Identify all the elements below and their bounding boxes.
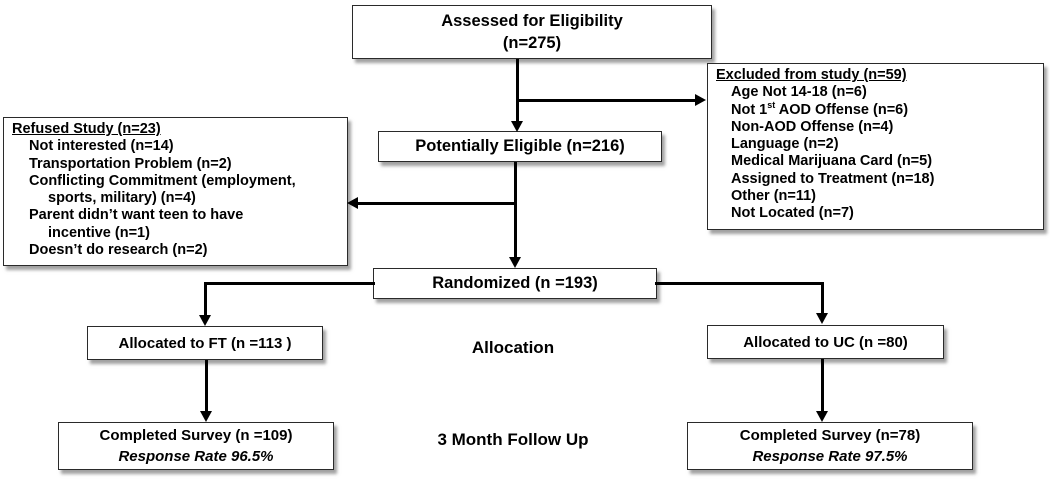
excluded-item: Assigned to Treatment (n=18) <box>731 170 935 187</box>
refused-item-continuation: sports, military) (n=4) <box>48 190 196 207</box>
assessed-line1: Assessed for Eligibility <box>441 12 623 30</box>
connector-randomized-to-uc-horizontal <box>655 282 823 285</box>
allocation-stage-label: Allocation <box>471 338 555 357</box>
arrowhead-down-icon <box>816 411 828 422</box>
refused-item: Parent didn’t want teen to have <box>29 207 244 224</box>
connector-ft-to-completed <box>205 360 208 412</box>
arrowhead-down-icon <box>200 411 212 422</box>
connector-randomized-to-ft-vertical <box>204 282 207 316</box>
excluded-item: Medical Marijuana Card (n=5) <box>731 153 933 170</box>
superscript-st: st <box>767 99 776 110</box>
allocated-uc-label: Allocated to UC (n =80) <box>743 333 908 351</box>
refused-title: Refused Study (n=23) <box>12 121 161 137</box>
potentially-eligible-label: Potentially Eligible (n=216) <box>415 137 625 155</box>
randomized-label: Randomized (n =193) <box>432 274 598 292</box>
completed-uc-response-rate: Response Rate 97.5% <box>752 448 908 465</box>
arrowhead-down-icon <box>511 121 523 132</box>
arrowhead-down-icon <box>199 315 211 326</box>
excluded-box: Excluded from study (n=59) Age Not 14-18… <box>707 63 1044 230</box>
excluded-item: Not 1st AOD Offense (n=6) <box>731 99 909 118</box>
potentially-eligible-box: Potentially Eligible (n=216) <box>378 131 662 162</box>
arrowhead-left-icon <box>347 197 358 209</box>
connector-randomized-to-uc-vertical <box>821 282 824 314</box>
connector-eligible-to-randomized <box>514 162 517 258</box>
allocated-uc-box: Allocated to UC (n =80) <box>707 325 944 359</box>
refused-item-continuation: incentive (n=1) <box>48 224 150 241</box>
connector-randomized-to-ft-horizontal <box>204 282 375 285</box>
allocated-ft-box: Allocated to FT (n =113 ) <box>87 326 323 360</box>
excluded-item: Not Located (n=7) <box>731 205 854 222</box>
randomized-box: Randomized (n =193) <box>373 268 657 299</box>
assessed-box: Assessed for Eligibility (n=275) <box>352 5 712 59</box>
connector-assessed-to-eligible <box>516 59 519 123</box>
refused-item: Not interested (n=14) <box>29 138 174 155</box>
arrowhead-down-icon <box>509 257 521 268</box>
arrowhead-down-icon <box>816 313 828 324</box>
arrowhead-right-icon <box>695 94 706 106</box>
excluded-item: Other (n=11) <box>731 188 817 205</box>
completed-uc-box: Completed Survey (n=78) Response Rate 97… <box>687 422 973 470</box>
refused-box: Refused Study (n=23) Not interested (n=1… <box>3 117 348 267</box>
connector-uc-to-completed <box>821 359 824 412</box>
completed-ft-line1: Completed Survey (n =109) <box>99 427 293 444</box>
excluded-item: Age Not 14-18 (n=6) <box>731 84 867 101</box>
excluded-item: Non-AOD Offense (n=4) <box>731 118 894 135</box>
followup-stage-label: 3 Month Follow Up <box>437 430 589 449</box>
connector-to-excluded <box>517 99 697 102</box>
completed-uc-line1: Completed Survey (n=78) <box>739 427 921 444</box>
assessed-line2: (n=275) <box>502 34 562 52</box>
completed-ft-response-rate: Response Rate 96.5% <box>118 448 274 465</box>
connector-to-refused <box>355 202 515 205</box>
refused-item: Conflicting Commitment (employment, <box>29 172 296 189</box>
excluded-title: Excluded from study (n=59) <box>716 67 907 83</box>
allocated-ft-label: Allocated to FT (n =113 ) <box>118 334 292 352</box>
refused-item: Doesn’t do research (n=2) <box>29 242 208 259</box>
refused-item: Transportation Problem (n=2) <box>29 155 232 172</box>
excluded-item: Language (n=2) <box>731 136 839 153</box>
completed-ft-box: Completed Survey (n =109) Response Rate … <box>58 422 334 470</box>
